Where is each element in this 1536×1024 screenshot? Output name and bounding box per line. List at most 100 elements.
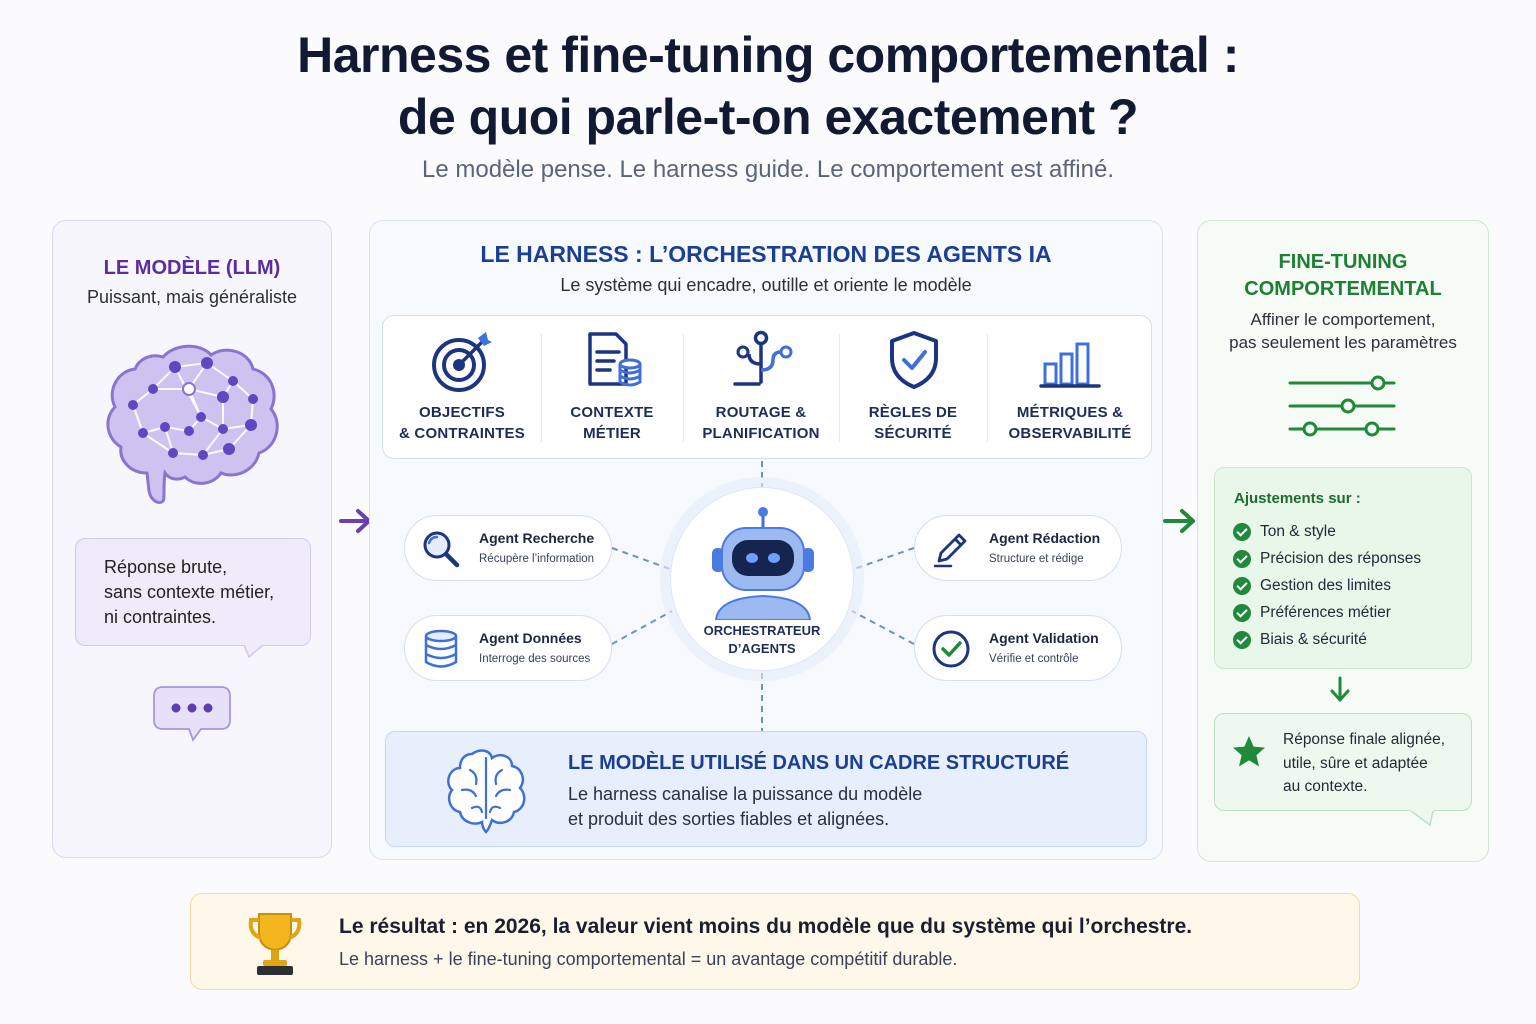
page-title: Harness et fine-tuning comportemental : …: [0, 24, 1536, 148]
title-line-2: de quoi parle-t-on exactement ?: [397, 89, 1139, 145]
orchestrator-node: ORCHESTRATEUR D’AGENTS: [670, 487, 854, 671]
final-line: utile, sûre et adaptée: [1283, 754, 1428, 772]
title-line-1: Harness et fine-tuning comportemental :: [297, 27, 1239, 83]
subtitle-line: pas seulement les paramètres: [1229, 333, 1457, 352]
agent-desc: Structure et rédige: [989, 553, 1084, 565]
raw-response-line: Réponse brute,: [104, 557, 228, 577]
page-subtitle: Le modèle pense. Le harness guide. Le co…: [421, 156, 1114, 183]
final-line: Réponse finale alignée,: [1283, 731, 1446, 748]
bar-chart-icon: [1039, 342, 1101, 388]
adjustment-label: Ton & style: [1260, 522, 1336, 540]
agent-desc: Vérifie et contrôle: [989, 653, 1079, 665]
harness-toolbar: OBJECTIFS & CONTRAINTES CONTEXTE MÉTIER: [382, 315, 1152, 459]
check-icon: [1233, 630, 1251, 649]
frame-line: et produit des sorties fiables et aligné…: [568, 809, 890, 829]
divider: [839, 334, 840, 442]
tool-label-line: OBSERVABILITÉ: [1008, 425, 1132, 442]
shield-check-icon: [890, 331, 938, 389]
target-icon: [432, 332, 492, 392]
list-item: Ton & style: [1233, 518, 1421, 545]
tool-label-line: CONTEXTE: [570, 404, 654, 421]
check-icon: [1233, 576, 1251, 595]
harness-panel-subtitle: Le système qui encadre, outille et orien…: [560, 275, 972, 295]
document-database-icon: [588, 332, 642, 387]
agent-desc: Interroge des sources: [479, 653, 591, 665]
star-icon: [1233, 736, 1265, 767]
raw-response-bubble: Réponse brute, sans contexte métier, ni …: [75, 538, 311, 646]
model-panel: LE MODÈLE (LLM) Puissant, mais généralis…: [52, 220, 332, 858]
tool-metrics: MÉTRIQUES & OBSERVABILITÉ: [987, 316, 1153, 460]
orchestrator-label: D’AGENTS: [728, 641, 796, 656]
connector-lines: [611, 461, 915, 731]
tool-label-line: MÉTRIQUES &: [1016, 404, 1124, 421]
finetuning-panel-title: FINE-TUNING COMPORTEMENTAL: [1198, 249, 1488, 303]
list-item: Biais & sécurité: [1233, 626, 1421, 653]
list-item: Précision des réponses: [1233, 545, 1421, 572]
agent-desc: Récupère l’information: [479, 553, 595, 565]
bubble-tail: [243, 644, 265, 658]
agent-name: Agent Rédaction: [989, 530, 1101, 546]
search-icon: [423, 531, 460, 568]
routing-icon: [733, 330, 793, 386]
agent-name: Agent Recherche: [479, 530, 595, 546]
result-banner: Le résultat : en 2026, la valeur vient m…: [190, 893, 1360, 990]
frame-line: Le harness canalise la puissance du modè…: [568, 784, 923, 804]
divider: [541, 334, 542, 442]
subtitle-line: Affiner le comportement,: [1250, 310, 1436, 329]
tool-label-line: RÈGLES DE: [868, 404, 958, 421]
agent-name: Agent Validation: [989, 630, 1099, 646]
list-item: Préférences métier: [1233, 599, 1421, 626]
check-icon: [1233, 522, 1251, 541]
robot-icon: [712, 507, 814, 620]
frame-title: LE MODÈLE UTILISÉ DANS UN CADRE STRUCTUR…: [568, 752, 1070, 774]
finetuning-panel: FINE-TUNING COMPORTEMENTAL Affiner le co…: [1197, 220, 1489, 862]
title-line: FINE-TUNING: [1278, 251, 1408, 273]
arrow-right-icon: [1163, 509, 1195, 533]
brain-icon: [447, 749, 526, 834]
adjustment-label: Précision des réponses: [1260, 549, 1422, 567]
tool-label-line: MÉTIER: [583, 425, 641, 442]
adjustments-title: Ajustements sur :: [1234, 490, 1361, 507]
trophy-icon: [248, 913, 302, 975]
pencil-icon: [933, 533, 967, 568]
brain-network-icon: [106, 344, 279, 504]
model-panel-subtitle: Puissant, mais généraliste: [86, 287, 298, 307]
agent-validation: Agent Validation Vérifie et contrôle: [914, 615, 1122, 681]
finetuning-panel-subtitle: Affiner le comportement, pas seulement l…: [1198, 308, 1488, 354]
agent-writing: Agent Rédaction Structure et rédige: [914, 515, 1122, 581]
list-item: Gestion des limites: [1233, 572, 1421, 599]
harness-panel-title: LE HARNESS : L’ORCHESTRATION DES AGENTS …: [480, 241, 1052, 267]
adjustment-label: Gestion des limites: [1260, 576, 1391, 594]
sliders-icon: [1288, 375, 1396, 437]
tool-routing: ROUTAGE & PLANIFICATION: [683, 316, 839, 460]
tool-context: CONTEXTE MÉTIER: [541, 316, 683, 460]
tool-label-line: PLANIFICATION: [702, 425, 820, 442]
adjustments-list: Ton & style Précision des réponses Gesti…: [1233, 518, 1421, 653]
raw-response-line: ni contraintes.: [104, 607, 217, 627]
final-line: au contexte.: [1283, 778, 1368, 795]
adjustments-box: Ajustements sur : Ton & style Précision …: [1214, 467, 1472, 669]
bubble-tail: [1410, 810, 1434, 826]
tool-label-line: ROUTAGE &: [715, 404, 807, 421]
agent-data: Agent Données Interroge des sources: [404, 615, 612, 681]
arrow-down-icon: [1330, 676, 1350, 702]
tool-objectives: OBJECTIFS & CONTRAINTES: [383, 316, 541, 460]
banner-text: Le harness + le fine-tuning comportement…: [339, 949, 958, 969]
harness-panel: LE HARNESS : L’ORCHESTRATION DES AGENTS …: [369, 220, 1163, 860]
title-line: COMPORTEMENTAL: [1244, 278, 1442, 300]
agent-name: Agent Données: [479, 630, 582, 646]
structured-frame-box: LE MODÈLE UTILISÉ DANS UN CADRE STRUCTUR…: [385, 731, 1147, 847]
adjustment-label: Préférences métier: [1260, 603, 1391, 621]
check-circle-icon: [932, 630, 970, 668]
model-panel-title: LE MODÈLE (LLM): [103, 257, 281, 279]
check-icon: [1233, 549, 1251, 568]
divider: [683, 334, 684, 442]
tool-label-line: OBJECTIFS: [419, 404, 505, 421]
divider: [987, 334, 988, 442]
banner-title: Le résultat : en 2026, la valeur vient m…: [339, 915, 1193, 938]
raw-response-line: sans contexte métier,: [104, 582, 275, 602]
check-icon: [1233, 603, 1251, 622]
database-icon: [424, 629, 458, 668]
tool-label-line: & CONTRAINTES: [399, 425, 525, 442]
tool-security: RÈGLES DE SÉCURITÉ: [839, 316, 987, 460]
